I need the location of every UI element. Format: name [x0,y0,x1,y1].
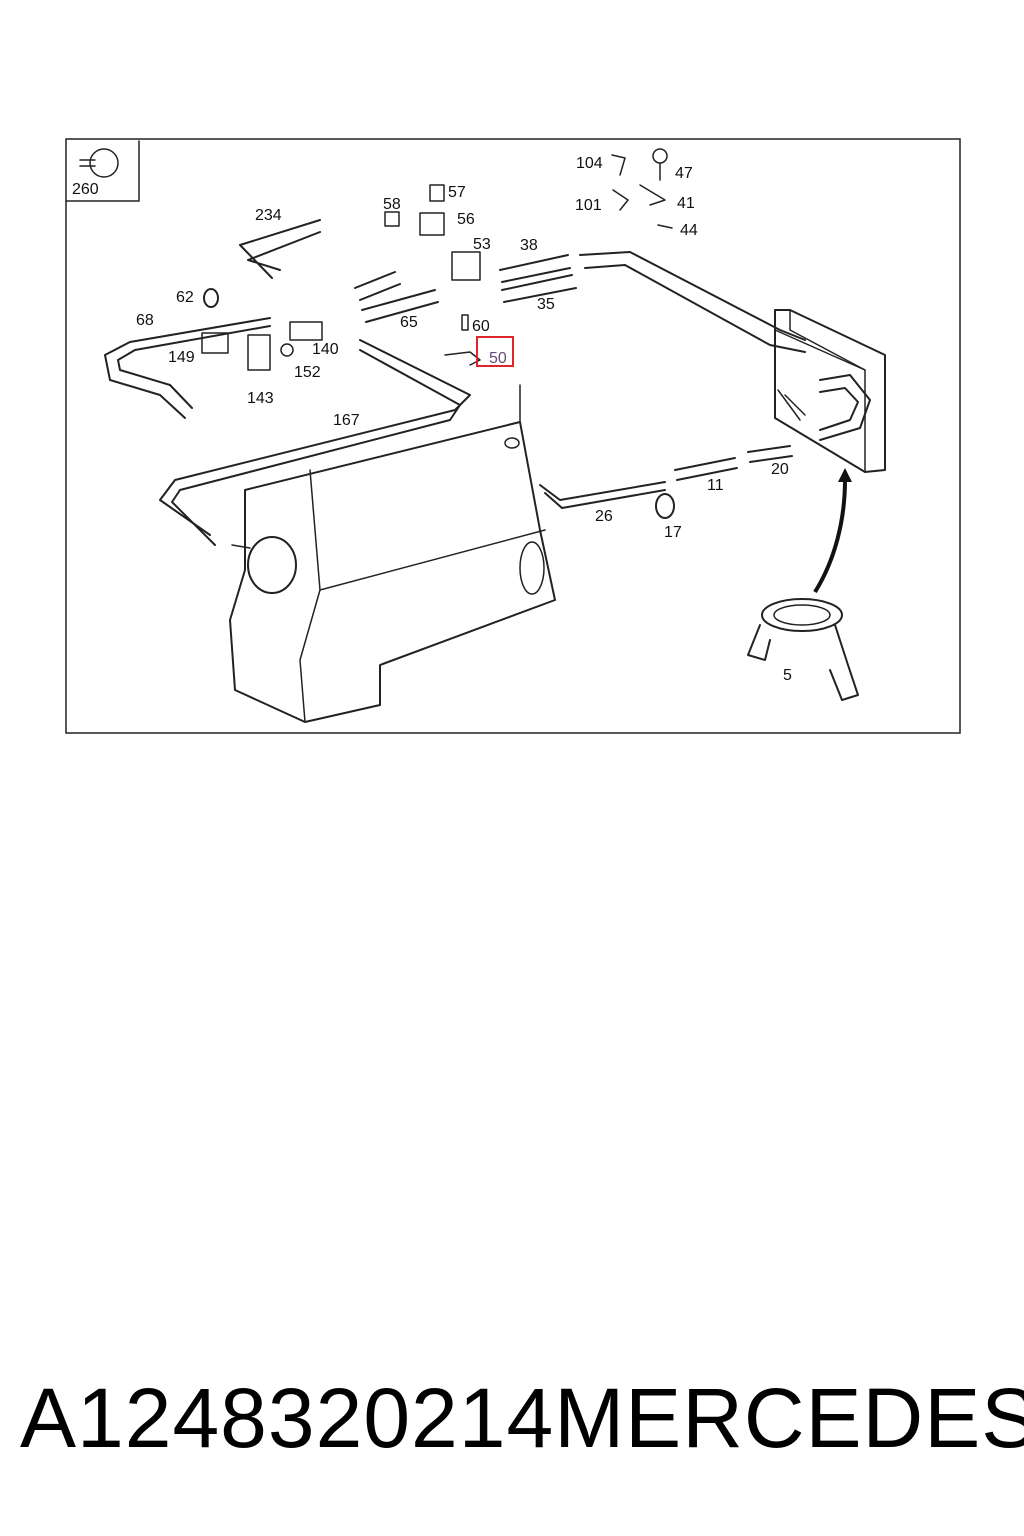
label-53: 53 [473,236,491,253]
label-41: 41 [677,195,695,212]
label-58: 58 [383,196,401,213]
label-260: 260 [72,181,99,198]
arrow-head [838,468,852,482]
label-104: 104 [576,155,603,172]
engine-block [229,384,556,723]
label-17: 17 [664,524,682,541]
diagram-frame [65,138,961,734]
inset-box [65,140,140,202]
outlet-part-5 [747,598,859,701]
label-62: 62 [176,289,194,306]
flow-arrow [813,479,847,594]
clamp-icon [79,148,119,178]
heater-box [774,309,886,473]
label-35: 35 [537,296,555,313]
footer-caption: A1248320214 MERCEDES [20,1370,1024,1467]
label-140: 140 [312,341,339,358]
part-number: A1248320214 [20,1371,555,1465]
label-47: 47 [675,165,693,182]
label-11: 11 [707,477,724,494]
label-65: 65 [400,314,418,331]
label-5: 5 [783,667,792,684]
label-234: 234 [255,207,282,224]
label-60: 60 [472,318,490,335]
hoses [104,219,871,546]
label-143: 143 [247,390,274,407]
label-149: 149 [168,349,195,366]
label-50-highlighted[interactable]: 50 [489,350,507,367]
parts-diagram: 260 104 47 101 41 44 57 58 56 53 38 234 … [65,138,961,734]
label-26: 26 [595,508,613,525]
label-20: 20 [771,461,789,478]
highlight-box[interactable] [476,336,514,367]
label-57: 57 [448,184,466,201]
label-38: 38 [520,237,538,254]
valves [201,148,673,371]
label-44: 44 [680,222,698,239]
label-56: 56 [457,211,475,228]
label-152: 152 [294,364,321,381]
brand-name: MERCEDES [554,1371,1024,1465]
label-167: 167 [333,412,360,429]
label-101: 101 [575,197,602,214]
label-68: 68 [136,312,154,329]
